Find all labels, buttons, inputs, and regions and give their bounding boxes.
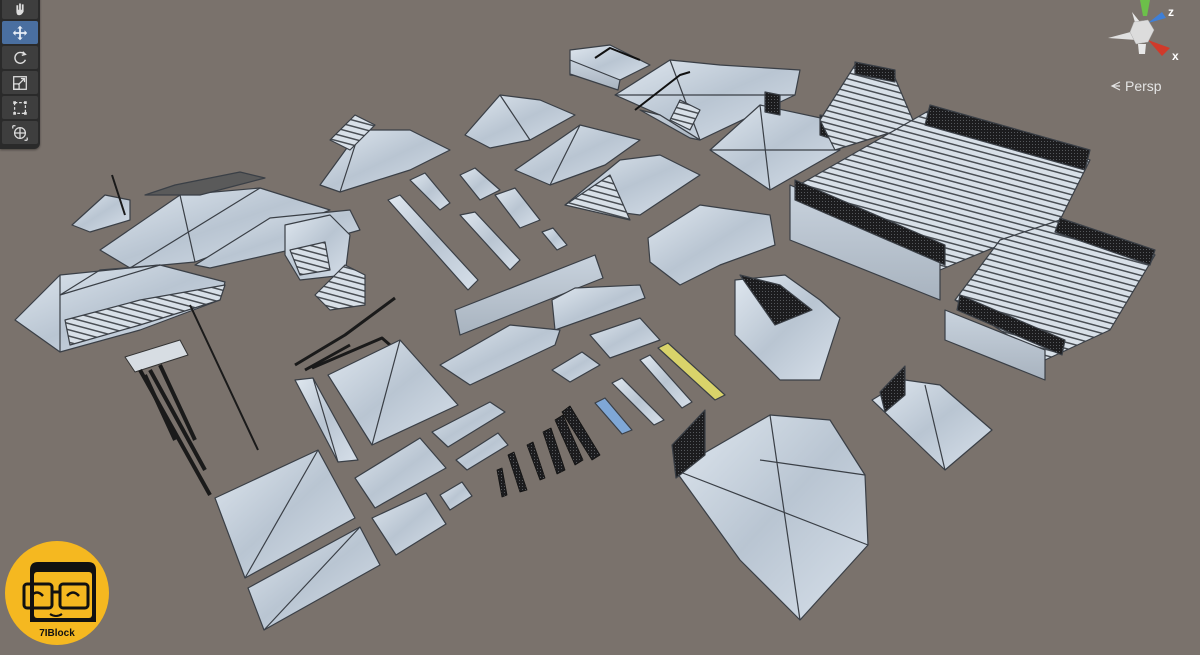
curbs (594, 342, 726, 435)
quarter-pipe-top (819, 61, 916, 151)
rect-tool-button[interactable] (2, 96, 38, 119)
tool-palette (0, 0, 40, 149)
rail-stack (124, 339, 212, 496)
stair-set-ramp (319, 114, 451, 193)
projection-toggle[interactable]: Persp (1110, 78, 1162, 94)
fence-panels (496, 405, 601, 498)
rotate-tool-button[interactable] (2, 46, 38, 69)
orientation-gizmo[interactable]: z x (1100, 0, 1190, 70)
half-pipe-large (789, 104, 1091, 301)
ledge-boxes (387, 167, 841, 386)
bank-steps (194, 209, 366, 311)
manual-pad-with-rail (569, 44, 651, 91)
hand-tool-button[interactable] (2, 0, 38, 19)
chevron-left-icon (1110, 81, 1121, 91)
x-axis-cone[interactable] (1148, 40, 1170, 56)
hand-icon (16, 3, 24, 15)
y-axis-cone[interactable] (1140, 0, 1150, 16)
move-arrows-icon (12, 25, 28, 40)
quarter-pipe-right (944, 217, 1156, 381)
pyramid-ramp-large (671, 409, 869, 621)
transform-tool-button[interactable] (2, 121, 38, 144)
transform-icon (12, 124, 28, 141)
logo-face-icon (5, 541, 109, 645)
pyramid-ramp-small (871, 365, 993, 471)
kicker-ramps (464, 94, 701, 221)
small-bank (71, 194, 131, 233)
gizmo-center-cube[interactable] (1129, 19, 1155, 45)
logo-text: 7IBlock (39, 628, 75, 639)
platform-stairs (14, 264, 226, 353)
brand-logo: 7IBlock (4, 540, 110, 646)
flat-ground-tiles (214, 339, 509, 631)
scale-icon (13, 75, 27, 90)
grind-rails (111, 174, 396, 451)
rotate-icon (14, 50, 27, 64)
x-axis-label: x (1172, 49, 1179, 63)
scale-tool-button[interactable] (2, 71, 38, 94)
rect-transform-icon (13, 100, 27, 115)
move-tool-button[interactable] (2, 21, 38, 44)
z-axis-label: z (1168, 5, 1174, 19)
projection-label: Persp (1125, 78, 1162, 94)
z-axis-cone[interactable] (1148, 12, 1166, 23)
